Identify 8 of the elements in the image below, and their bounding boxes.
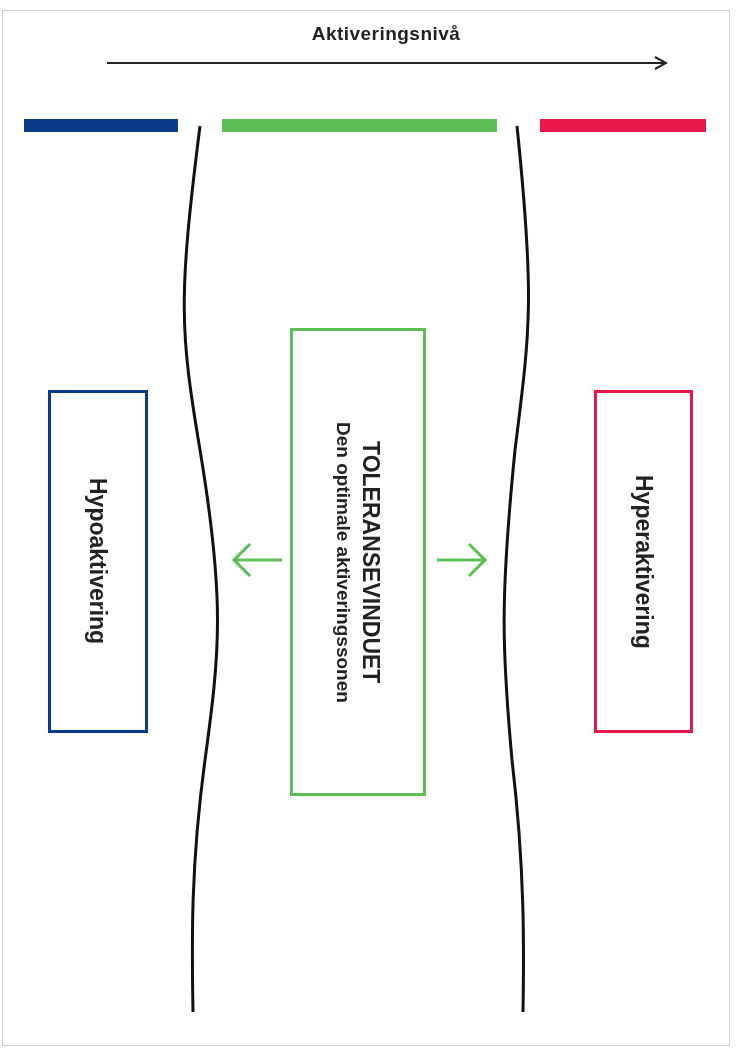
axis-label: Aktiveringsnivå bbox=[310, 22, 462, 46]
hypoactivation-box bbox=[48, 390, 148, 733]
tolerance-window-box bbox=[290, 328, 426, 796]
hyperactivation-box bbox=[594, 390, 693, 733]
box-title: TOLERANSEVINDUET bbox=[357, 440, 385, 684]
box-subtitle: Den optimale aktiveringssonen bbox=[332, 421, 355, 703]
box-title: Hypoaktivering bbox=[84, 478, 112, 645]
box-title: Hyperaktivering bbox=[629, 474, 658, 649]
